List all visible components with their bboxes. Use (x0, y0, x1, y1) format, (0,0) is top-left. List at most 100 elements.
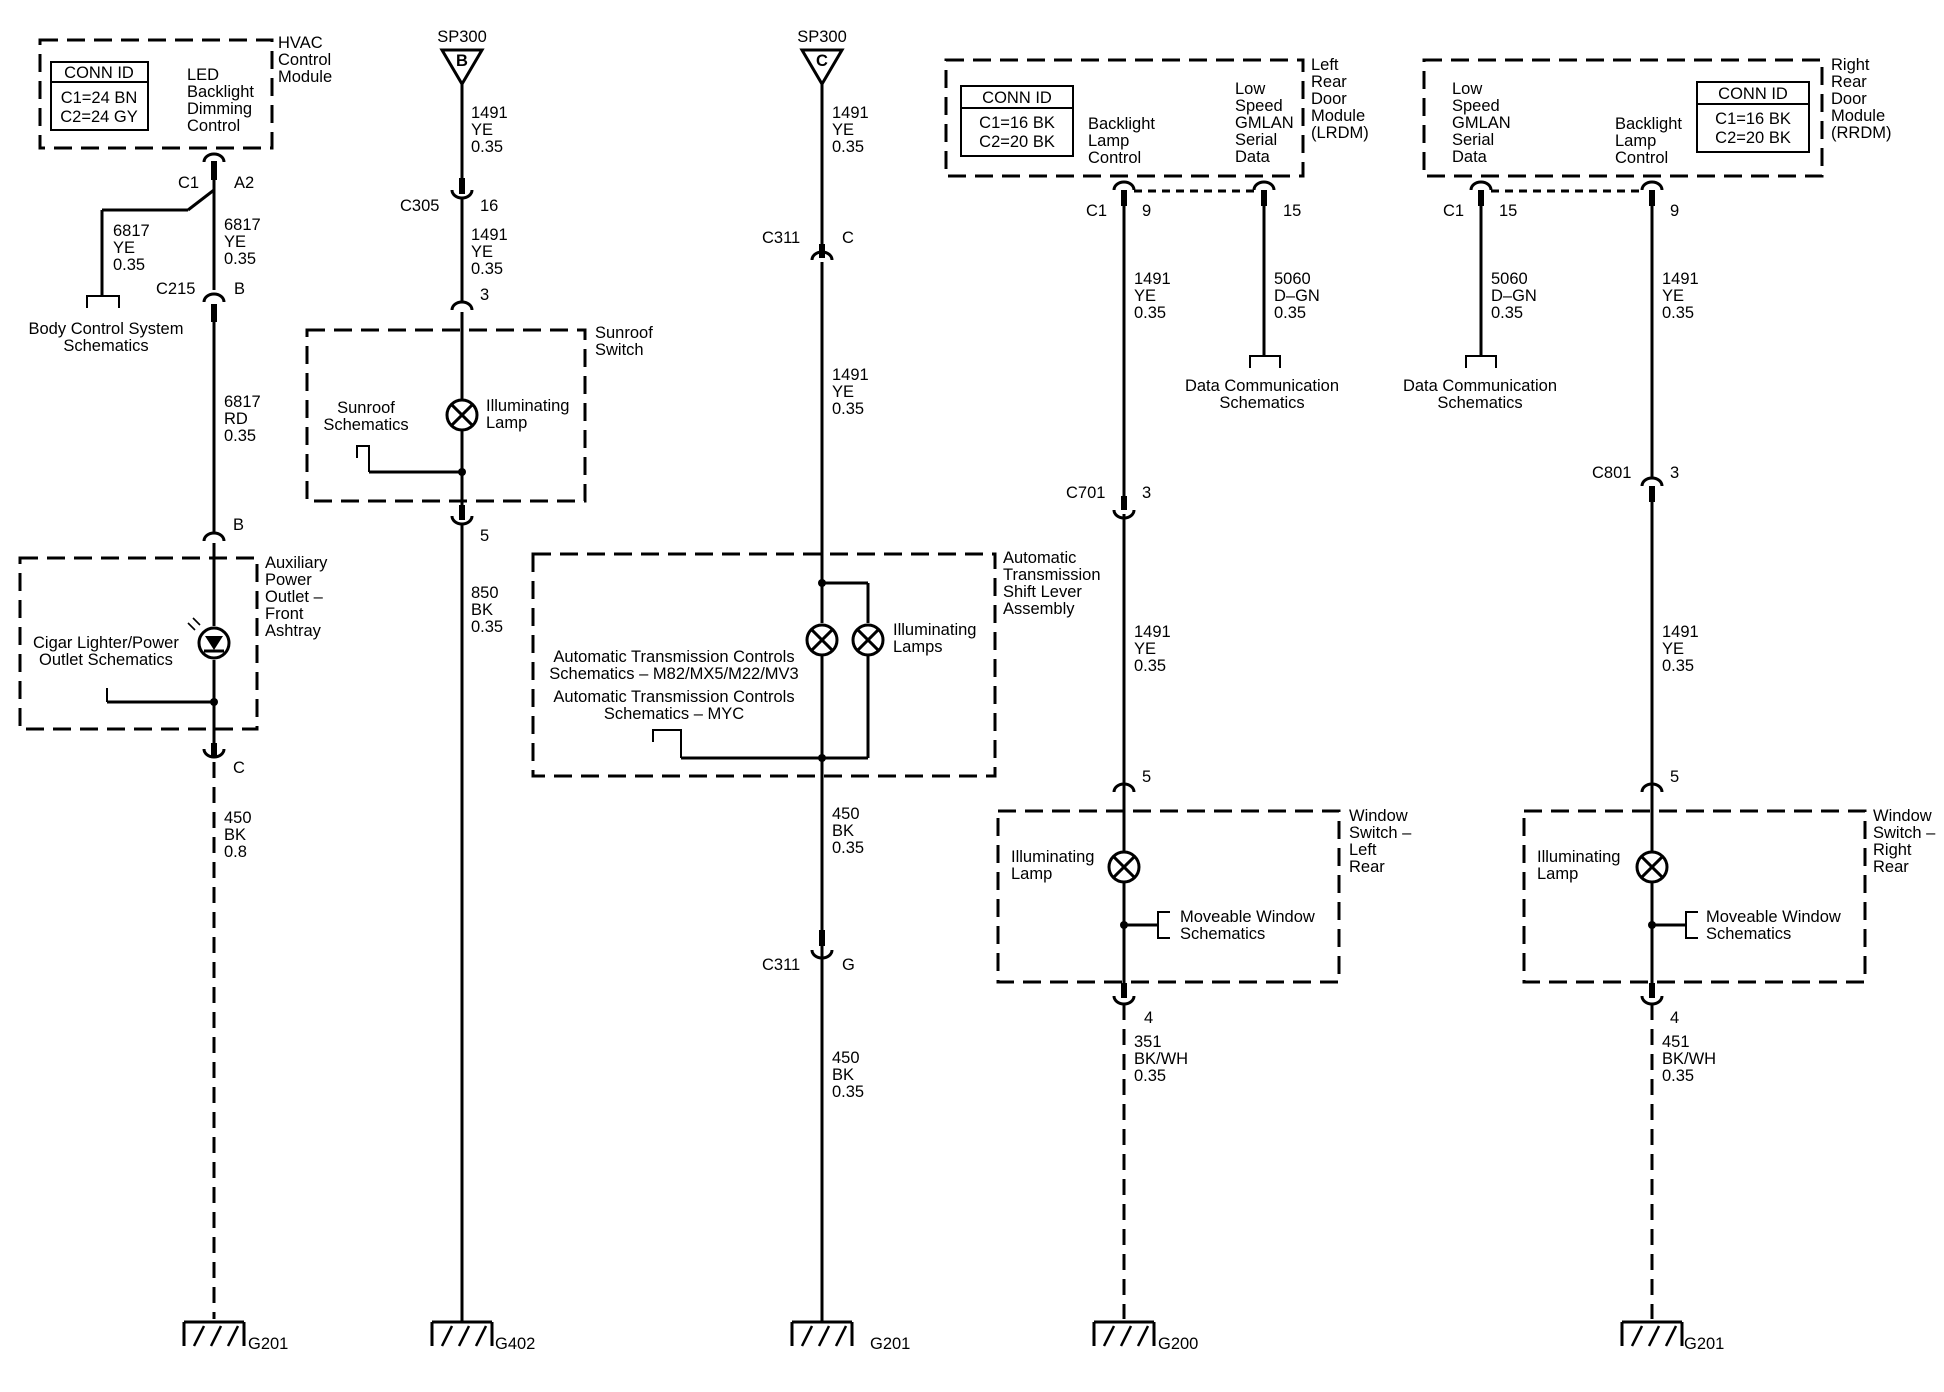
c801-pin: 3 (1670, 464, 1679, 482)
trans-schematics-bracket (652, 729, 682, 758)
c311-top-connector (810, 250, 834, 261)
left-window-schematics-bracket (1157, 911, 1170, 939)
ground-icon (430, 1320, 494, 1348)
aux-top-pin: B (233, 516, 244, 534)
c215-pin: B (234, 280, 245, 298)
trans-lamp-icon (851, 623, 885, 657)
right-switch-top-pin: 5 (1670, 768, 1679, 786)
aux-bottom-pin: C (233, 759, 245, 777)
lrdm-lamp-pin: 9 (1142, 202, 1151, 220)
led-diode-icon (205, 636, 223, 650)
right-switch-lamp-icon (1635, 850, 1669, 884)
left-window-switch-box (996, 809, 1341, 984)
sunroof-lamp-icon (445, 398, 479, 432)
left-switch-top-pin: 5 (1142, 768, 1151, 786)
lrdm-lamp-connector (1112, 180, 1136, 191)
hvac-pin-label: A2 (234, 174, 254, 192)
ground-label: G201 (248, 1335, 288, 1353)
sunroof-schematics-bracket (356, 445, 370, 472)
c305-label: C305 (400, 197, 439, 215)
c801-connector (1640, 476, 1664, 487)
c215-connector (202, 292, 226, 303)
hvac-conn-label: C1 (178, 174, 199, 192)
aux-power-outlet-box (18, 556, 259, 731)
hvac-module-box (38, 38, 274, 150)
c311-bottom-connector (810, 949, 834, 960)
splice-letter: B (456, 52, 468, 70)
c701-pin: 3 (1142, 484, 1151, 502)
right-window-switch-box (1522, 809, 1867, 984)
lrdm-conn-label: C1 (1086, 202, 1107, 220)
ground-label: G402 (495, 1335, 535, 1353)
lrdm-data-reference-bracket (1249, 355, 1281, 368)
lrdm-conn-id-table (960, 85, 1074, 157)
rrdm-data-reference-bracket (1465, 355, 1497, 368)
lrdm-conn-row: C2=20 BK (979, 133, 1055, 151)
rrdm-conn-label: C1 (1443, 202, 1464, 220)
rrdm-module-box (1422, 58, 1824, 178)
rrdm-lamp-connector (1640, 180, 1664, 191)
right-switch-top-connector (1640, 782, 1664, 793)
ground-label: G201 (1684, 1335, 1724, 1353)
aux-bottom-connector (202, 748, 226, 759)
lrdm-data-pin: 15 (1283, 202, 1301, 220)
splice-label: SP300 (797, 28, 847, 46)
sunroof-switch-box (305, 328, 587, 503)
rrdm-conn-id-table (1696, 81, 1810, 153)
rrdm-data-connector (1469, 180, 1493, 191)
rrdm-lamp-pin: 9 (1670, 202, 1679, 220)
lrdm-conn-id-title: CONN ID (982, 89, 1052, 107)
c311-bottom-label: C311 (762, 956, 800, 974)
rrdm-conn-id-title: CONN ID (1718, 85, 1788, 103)
splice-letter: C (816, 52, 828, 70)
c311-top-pin: C (842, 229, 854, 247)
splice-label: SP300 (437, 28, 487, 46)
splice-triangle-icon (439, 48, 485, 87)
c311-bottom-pin: G (842, 956, 855, 974)
hvac-conn-id-title: CONN ID (64, 64, 134, 82)
lrdm-data-connector (1252, 180, 1276, 191)
ground-label: G200 (1158, 1335, 1198, 1353)
left-switch-top-connector (1112, 782, 1136, 793)
c215-label: C215 (156, 280, 195, 298)
shift-lever-assembly-box (531, 552, 997, 778)
right-window-schematics-bracket (1685, 911, 1698, 939)
